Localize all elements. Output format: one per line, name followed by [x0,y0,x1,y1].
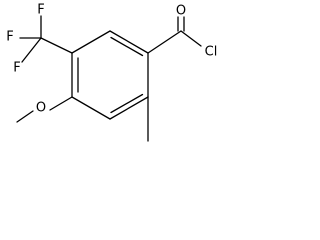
methoxy-group: O [16,96,73,123]
ring-double-bond-inner-2 [110,93,144,114]
trifluoromethyl-group: F F F [6,3,73,76]
bond-ring-cf3-carbon [40,37,73,54]
fluorine-label-left: F [6,30,13,45]
fluorine-label-bottom: F [13,61,20,76]
ring-bond-c3-c4 [109,96,149,120]
ring-double-bond-inner-1 [110,36,144,57]
bond-cf3-fluorine-3 [21,37,42,63]
bond-oxygen-methyl [16,110,34,123]
bond-ring-methoxy-oxygen [49,96,73,111]
acid-chloride-group: O Cl [147,4,218,60]
methoxy-oxygen-label: O [36,101,46,116]
fluorine-label-top: F [37,3,44,18]
chlorine-label: Cl [205,45,218,60]
chemical-structure: O Cl F F F O [6,3,218,142]
ring-bond-c6-c1 [71,30,111,54]
bond-carbon-chlorine [180,30,202,47]
ring-bond-c1-c2 [109,30,149,54]
benzene-ring [71,30,149,120]
ring-bond-c4-c5 [71,96,111,120]
bond-ring-carbonyl-carbon [147,30,182,54]
carbonyl-oxygen-label: O [176,4,186,19]
